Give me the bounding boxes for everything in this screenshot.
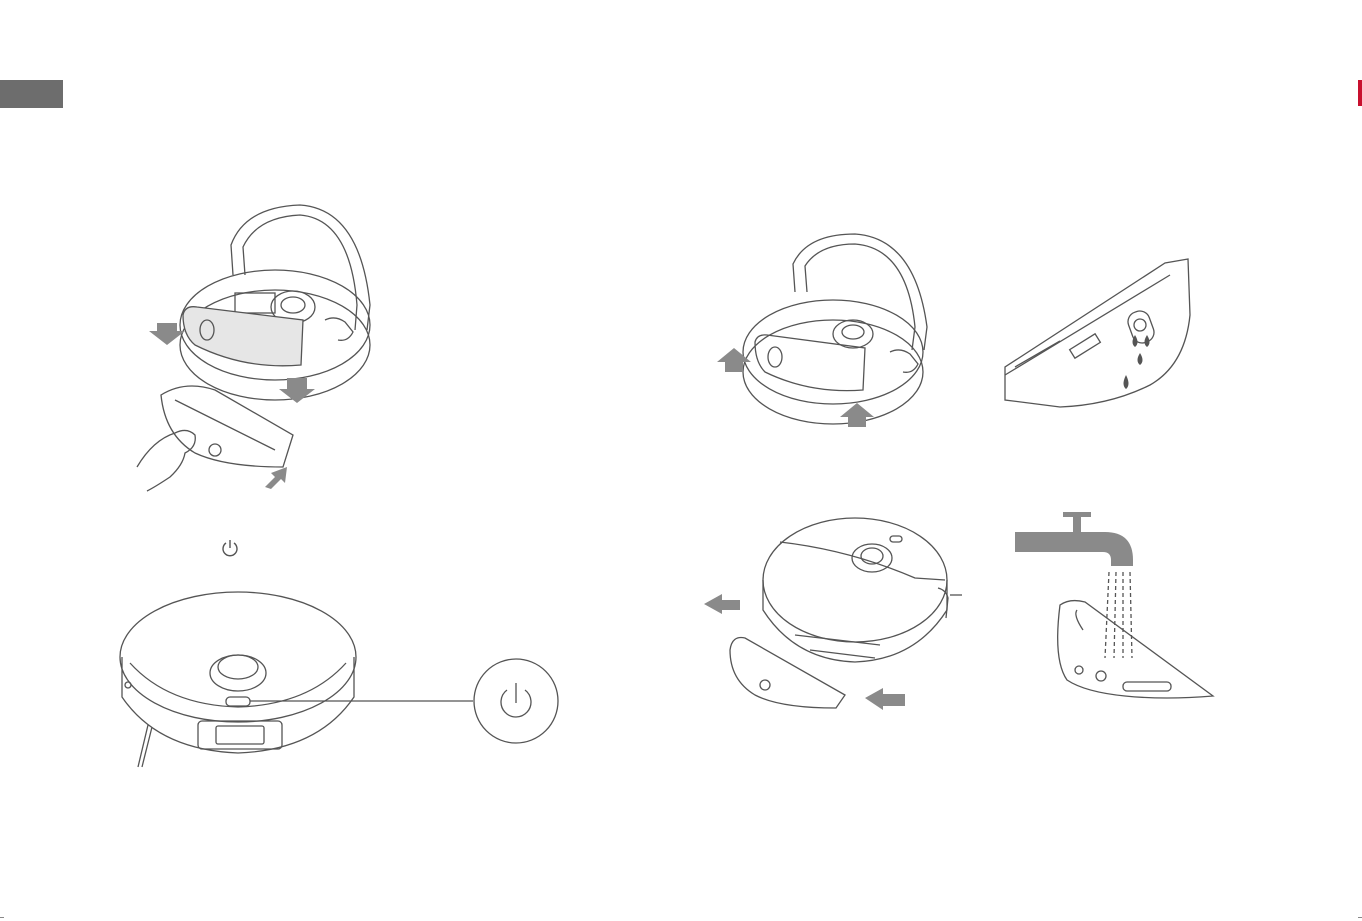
section-tab-marker xyxy=(1358,80,1362,106)
power-icon xyxy=(220,538,240,558)
step-empty-tank-illustration xyxy=(1000,255,1195,410)
faucet-icon xyxy=(1015,512,1133,566)
water-drop-icon xyxy=(1124,335,1150,389)
arrow-up-icon xyxy=(265,467,287,489)
step-detach-mop-illustration xyxy=(700,510,970,715)
step-power-on-illustration xyxy=(118,585,566,770)
step-remove-tank-illustration xyxy=(715,232,945,452)
arrow-left-icon xyxy=(704,594,740,614)
step-rinse-mop-illustration xyxy=(1015,510,1220,705)
arrow-left-icon xyxy=(865,688,905,710)
page-tab-marker xyxy=(0,80,63,108)
crop-mark xyxy=(1358,917,1362,918)
crop-mark xyxy=(0,917,4,918)
power-icon xyxy=(501,683,531,717)
arrow-up-icon xyxy=(717,348,751,372)
step-install-mop-illustration xyxy=(125,195,385,500)
